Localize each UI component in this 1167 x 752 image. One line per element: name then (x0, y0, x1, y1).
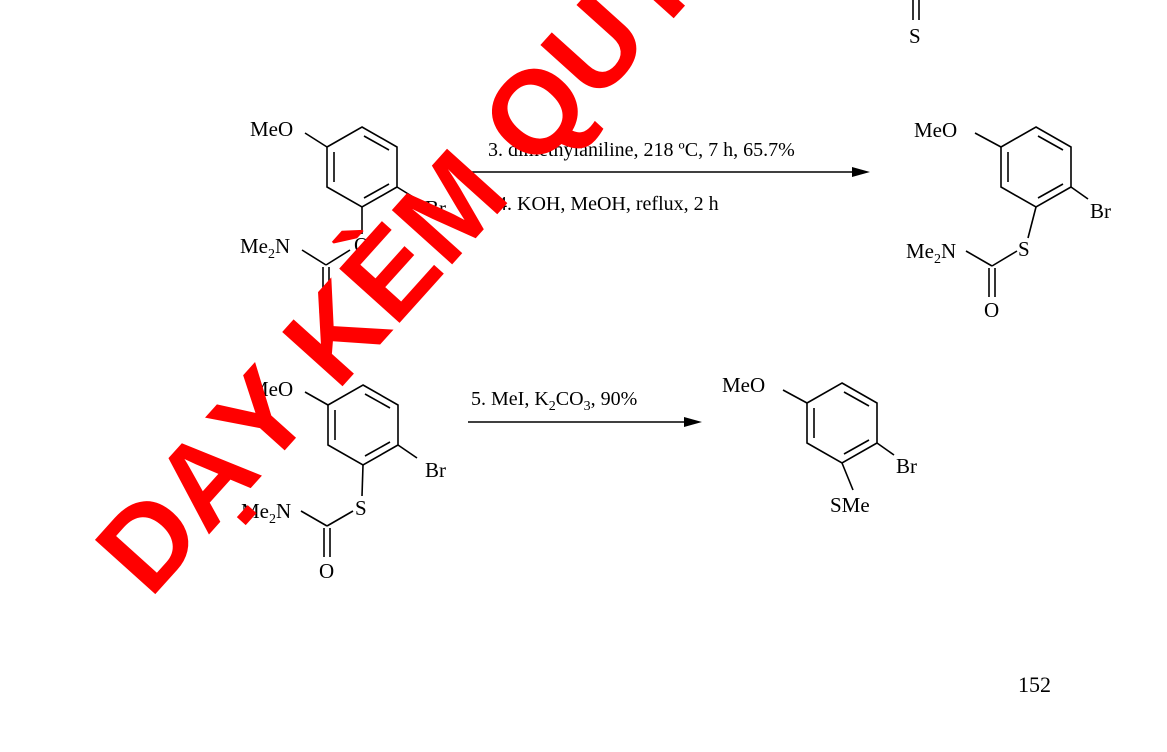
oxygen-label: O (354, 233, 369, 257)
step-4-conditions: 4. KOH, MeOH, reflux, 2 h (497, 193, 719, 215)
product-1: MeO Br S Me2N O (906, 118, 1111, 322)
page-number: 152 (1018, 672, 1051, 697)
sulfur-label: S (909, 24, 921, 48)
methoxy-label: MeO (250, 117, 293, 141)
thione-sulfur-label: S (318, 295, 330, 319)
product-2: MeO Br SMe (722, 373, 917, 517)
dimethylamino-label: Me2N (240, 234, 290, 262)
sulfur-label: S (1018, 237, 1030, 261)
dimethylamino-label: Me2N (906, 239, 956, 267)
carbonyl-oxygen-label: O (319, 559, 334, 583)
sulfur-label: S (355, 496, 367, 520)
step-3-conditions: 3. dimethylaniline, 218 ºC, 7 h, 65.7% (488, 139, 795, 161)
top-fragment: S (909, 0, 921, 48)
bromo-label: Br (425, 196, 446, 220)
bromo-label: Br (1090, 199, 1111, 223)
bromo-label: Br (425, 458, 446, 482)
dimethylamino-label: Me2N (241, 499, 291, 527)
reaction-arrow-1: 3. dimethylaniline, 218 ºC, 7 h, 65.7% 4… (471, 139, 870, 215)
methoxy-label: MeO (722, 373, 765, 397)
bromo-label: Br (896, 454, 917, 478)
methylthio-label: SMe (830, 493, 870, 517)
methoxy-label: MeO (250, 377, 293, 401)
step-5-conditions: 5. MeI, K2CO3, 90% (471, 388, 637, 414)
methoxy-label: MeO (914, 118, 957, 142)
reactant-2: MeO Br S Me2N O (241, 377, 446, 583)
carbonyl-oxygen-label: O (984, 298, 999, 322)
reactant-1: MeO Br O Me2N S (240, 117, 446, 319)
watermark: DẠY KÈM QUY (71, 0, 725, 617)
reaction-arrow-2: 5. MeI, K2CO3, 90% (468, 388, 702, 427)
